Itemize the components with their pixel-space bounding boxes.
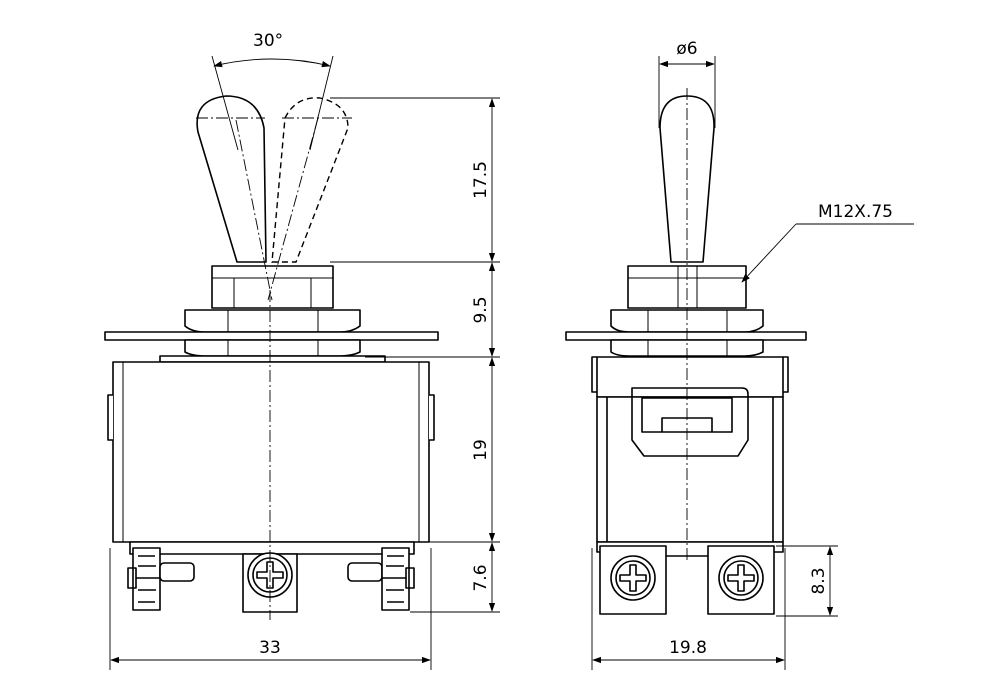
front-terminal-left (127, 547, 195, 611)
front-vertical-dimensions: 17.5 9.5 19 7.6 (330, 97, 500, 613)
dim-width: 33 (259, 638, 281, 658)
side-terminal-right (707, 545, 775, 615)
front-width-dimension: 33 (109, 548, 432, 670)
dim-handle-diameter: ø6 (676, 39, 697, 59)
dim-body-height: 19 (471, 439, 491, 461)
dim-depth: 19.8 (669, 638, 707, 658)
front-handle-axis (235, 119, 273, 301)
side-terminal-left (599, 545, 667, 615)
thread-label: M12X.75 (818, 202, 893, 222)
front-handle-alt-position (271, 97, 349, 263)
front-nut (211, 265, 334, 309)
dim-side-terminal-height: 8.3 (809, 567, 829, 594)
dim-bushing-height: 9.5 (471, 296, 491, 323)
front-view (104, 95, 439, 620)
front-terminal-base (129, 541, 415, 555)
side-housing (591, 356, 789, 543)
angle-dimension: 30° (211, 31, 334, 151)
side-view (565, 88, 807, 615)
dim-terminal-height: 7.6 (471, 564, 491, 591)
front-terminal-right (347, 547, 415, 611)
front-hex-nut-lower (184, 339, 361, 357)
diameter-dimension: ø6 (658, 39, 716, 128)
thread-callout: M12X.75 (741, 202, 914, 283)
front-housing (107, 355, 435, 543)
front-terminal-center (242, 552, 298, 613)
front-handle (196, 95, 267, 263)
angle-label: 30° (253, 31, 283, 51)
front-mounting-plate (104, 331, 439, 341)
dim-handle-height: 17.5 (471, 161, 491, 199)
front-hex-nut-upper (184, 309, 361, 333)
front-handle-alt-axis (267, 117, 319, 301)
side-depth-dimension: 19.8 (591, 548, 786, 670)
side-mounting-plate (565, 331, 807, 341)
side-terminal-dimension: 8.3 (776, 545, 838, 617)
